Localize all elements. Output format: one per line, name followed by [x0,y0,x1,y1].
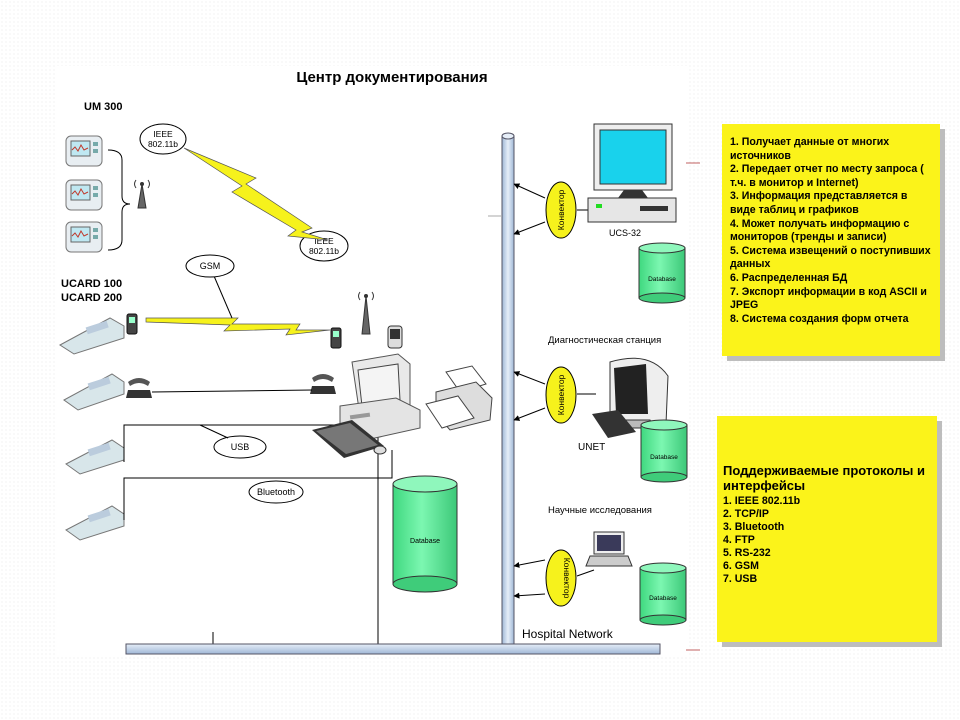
antenna-right-icon [358,291,374,335]
pda-icon [387,325,403,349]
central-workstation-icon [312,353,421,458]
ucs32-database: Database [638,242,686,304]
ieee-left-bubble: IEEE 802.11b [139,123,187,155]
converter-1: Конвектор [513,181,594,239]
ucard-device-1 [59,317,125,355]
feature-item: 3. Информация представляется в виде табл… [730,190,908,216]
mobile-phone-left-icon [126,313,138,335]
protocols-title: Поддерживаемые протоколы и интерфейсы [723,463,925,493]
svg-text:Database: Database [649,595,677,602]
um300-monitor-3 [65,221,103,253]
diagnostic-station-label: Диагностическая станция [548,335,661,346]
svg-text:Конвектор: Конвектор [556,374,566,415]
svg-text:Конвектор: Конвектор [556,189,566,230]
protocol-item: 3. Bluetooth [723,521,785,533]
protocol-item: 5. RS-232 [723,547,771,559]
features-note: 1. Получает данные от многих источников … [722,124,940,356]
protocol-item: 7. USB [723,573,758,585]
converter-2: Конвектор [513,366,596,424]
protocol-item: 4. FTP [723,534,755,546]
mobile-phone-right-icon [330,327,342,349]
usb-cable [123,424,379,645]
ucard-device-2 [63,373,125,411]
svg-text:802.11b: 802.11b [148,139,178,149]
landline-phone-left-icon [126,378,152,398]
bluetooth-cable [123,450,393,520]
svg-text:IEEE: IEEE [314,236,334,246]
monitor-group-brace [107,149,131,251]
feature-item: 1. Получает данные от многих источников [730,136,890,162]
research-station-label: Научные исследования [548,505,652,516]
hospital-network-bus [125,643,661,655]
wireless-link-ieee-icon [183,147,329,241]
svg-text:Database: Database [650,454,678,461]
landline-phone-right-icon [310,374,336,394]
wireless-link-gsm-icon [145,317,331,336]
um300-label: UM 300 [84,101,123,113]
hospital-network-backbone [501,132,515,645]
antenna-left-icon [134,179,150,209]
research-database: Database [639,562,687,626]
protocols-note: Поддерживаемые протоколы и интерфейсы 1.… [717,416,937,642]
svg-text:Database: Database [410,538,440,545]
protocol-item: 2. TCP/IP [723,508,769,520]
unet-database: Database [640,419,688,483]
ucs32-computer-icon [587,123,677,223]
um300-monitor-2 [65,179,103,211]
printer-icon [425,365,493,431]
features-list: 1. Получает данные от многих источников … [730,136,934,326]
gsm-pointer [213,275,233,319]
feature-item: 8. Система создания форм отчета [730,312,909,325]
protocols-list: 1. IEEE 802.11b 2. TCP/IP 3. Bluetooth 4… [723,495,931,586]
converter-3: Конвектор [513,549,595,607]
svg-text:802.11b: 802.11b [309,246,339,256]
unet-computer-icon [592,357,669,438]
ucard200-label: UCARD 200 [61,292,122,304]
protocol-item: 1. IEEE 802.11b [723,495,801,507]
unet-label: UNET [578,442,605,453]
feature-item: 6. Распределенная БД [730,271,848,284]
usb-bubble: USB [213,435,267,459]
svg-text:GSM: GSM [200,261,221,271]
svg-text:Конвектор: Конвектор [562,558,572,599]
svg-text:IEEE: IEEE [153,129,173,139]
diagram-title: Центр документирования [296,69,487,86]
feature-item: 5. Система извещений о поступивших данны… [730,244,931,271]
feature-item: 7. Экспорт информации в код ASCII и JPEG [730,285,927,312]
gsm-bubble: GSM [185,254,235,278]
svg-text:Bluetooth: Bluetooth [257,487,295,497]
hospital-network-label: Hospital Network [522,627,614,641]
ucard100-label: UCARD 100 [61,278,122,290]
feature-item: 2. Передает отчет по месту запроса ( т.ч… [730,163,924,189]
ucs32-label: UCS-32 [609,228,641,238]
bluetooth-bubble: Bluetooth [248,480,304,504]
protocol-item: 6. GSM [723,560,759,572]
svg-text:USB: USB [231,442,250,452]
research-laptop-icon [585,531,633,567]
phone-line [151,389,313,393]
svg-text:Database: Database [648,276,676,283]
central-database: Database [392,475,458,593]
um300-monitor-1 [65,135,103,167]
feature-item: 4. Может получать информацию с мониторов… [730,217,910,244]
